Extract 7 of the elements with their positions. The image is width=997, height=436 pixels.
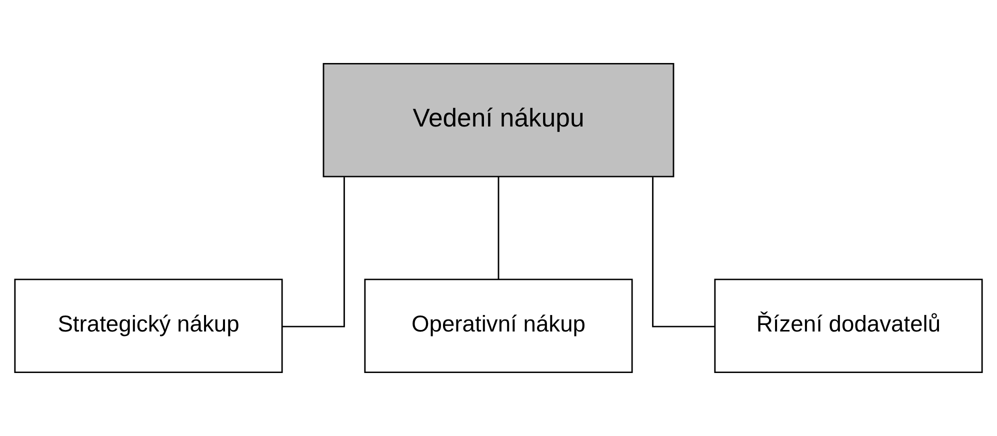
- connector: [282, 177, 345, 328]
- node-box: Strategický nákup: [14, 278, 283, 373]
- node-box: Vedení nákupu: [322, 63, 674, 178]
- node-box: Řízení dodavatelů: [714, 278, 983, 373]
- connector: [652, 177, 715, 328]
- connector: [498, 176, 500, 279]
- node-box: Operativní nákup: [364, 278, 633, 373]
